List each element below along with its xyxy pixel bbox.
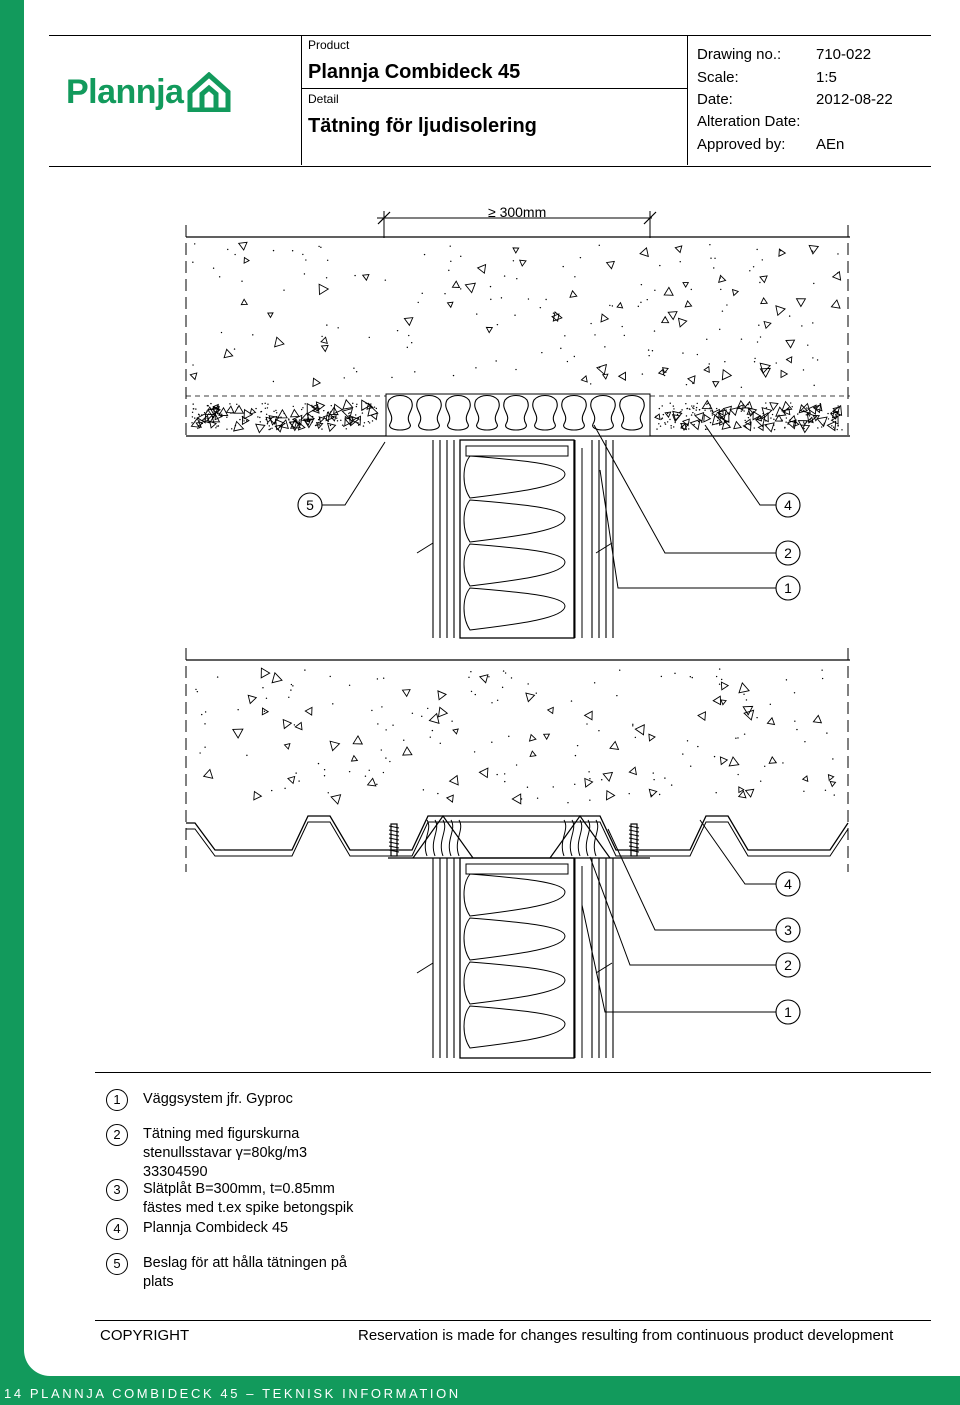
seal-tuft — [412, 814, 474, 859]
concrete-slab-upper — [185, 225, 850, 437]
wall-section — [432, 439, 614, 639]
legend-number: 4 — [106, 1218, 128, 1240]
approved-value: AEn — [816, 136, 845, 153]
combideck-profile — [186, 815, 849, 859]
legend-line: Plannja Combideck 45 — [143, 1220, 289, 1236]
callout-marker: 2 — [775, 952, 801, 978]
alteration-label: Alteration Date: — [697, 113, 801, 130]
legend-line: Slätplåt B=300mm, t=0.85mm — [143, 1181, 335, 1197]
callouts-top: 5 4 2 1 — [297, 492, 801, 601]
drawing-sheet — [24, 0, 960, 1376]
title-block — [49, 35, 931, 167]
sound-seal-lower — [412, 814, 611, 859]
legend-number: 1 — [106, 1089, 128, 1111]
legend-number: 2 — [106, 1124, 128, 1146]
product-label: Product — [308, 38, 350, 52]
legend-number: 5 — [106, 1253, 128, 1275]
callout-label: 5 — [306, 497, 314, 513]
house-logo-icon — [187, 72, 231, 112]
wall-system — [432, 439, 614, 1059]
callout-marker: 5 — [297, 492, 323, 518]
callout-label: 3 — [784, 922, 792, 938]
date-value: 2012-08-22 — [816, 91, 893, 108]
callout-label: 1 — [784, 1004, 792, 1020]
legend-line: Väggsystem jfr. Gyproc — [143, 1091, 293, 1107]
legend-line: plats — [143, 1274, 174, 1290]
title-block-divider — [301, 88, 687, 89]
detail-name: Tätning för ljudisolering — [308, 115, 537, 137]
callout-marker: 2 — [775, 540, 801, 566]
section-drawing: ≥ 300mm 5 4 2 1 4 3 2 1 — [185, 204, 850, 1059]
dimension-300mm: ≥ 300mm — [377, 204, 657, 238]
callout-label: 1 — [784, 580, 792, 596]
callout-marker: 1 — [775, 999, 801, 1025]
screw-icon — [628, 823, 640, 857]
date-label: Date: — [697, 91, 733, 108]
product-name: Plannja Combideck 45 — [308, 61, 521, 83]
seal-tuft — [549, 814, 611, 859]
callout-marker: 4 — [775, 871, 801, 897]
drawing-no-label: Drawing no.: — [697, 46, 782, 63]
detail-label: Detail — [308, 92, 339, 106]
dimension-label: ≥ 300mm — [488, 204, 546, 220]
title-block-divider — [301, 35, 302, 165]
plannja-logo: Plannja — [66, 72, 231, 112]
sound-seal-upper — [385, 393, 651, 437]
footer-rule — [95, 1320, 931, 1321]
wall-section — [432, 857, 614, 1059]
scale-label: Scale: — [697, 69, 739, 86]
scale-value: 1:5 — [816, 69, 837, 86]
callout-label: 2 — [784, 545, 792, 561]
legend-line: Beslag för att hålla tätningen på — [143, 1255, 347, 1271]
screw-icon — [388, 823, 400, 857]
title-block-divider — [687, 35, 688, 165]
page-footer-text: 14 PLANNJA COMBIDECK 45 – TEKNISK INFORM… — [4, 1386, 461, 1401]
legend-top-rule — [95, 1072, 931, 1073]
callout-marker: 1 — [775, 575, 801, 601]
legend-number: 3 — [106, 1179, 128, 1201]
reservation-text: Reservation is made for changes resultin… — [358, 1327, 894, 1344]
callout-label: 2 — [784, 957, 792, 973]
callout-marker: 3 — [775, 917, 801, 943]
legend-line: Tätning med figurskurna — [143, 1126, 300, 1142]
drawing-no-value: 710-022 — [816, 46, 872, 63]
callout-marker: 4 — [775, 492, 801, 518]
callout-leaders — [322, 424, 776, 1013]
logo-text: Plannja — [66, 72, 184, 111]
copyright-text: COPYRIGHT — [100, 1327, 190, 1344]
approved-label: Approved by: — [697, 136, 786, 153]
legend-line: stenullsstavar γ=80kg/m3 — [143, 1145, 308, 1161]
callouts-bottom: 4 3 2 1 — [775, 871, 801, 1025]
legend-line: fästes med t.ex spike betongspik — [143, 1200, 354, 1216]
callout-label: 4 — [784, 876, 792, 892]
legend-line: 33304590 — [143, 1164, 208, 1180]
concrete-slab-lower — [185, 648, 850, 872]
callout-label: 4 — [784, 497, 792, 513]
